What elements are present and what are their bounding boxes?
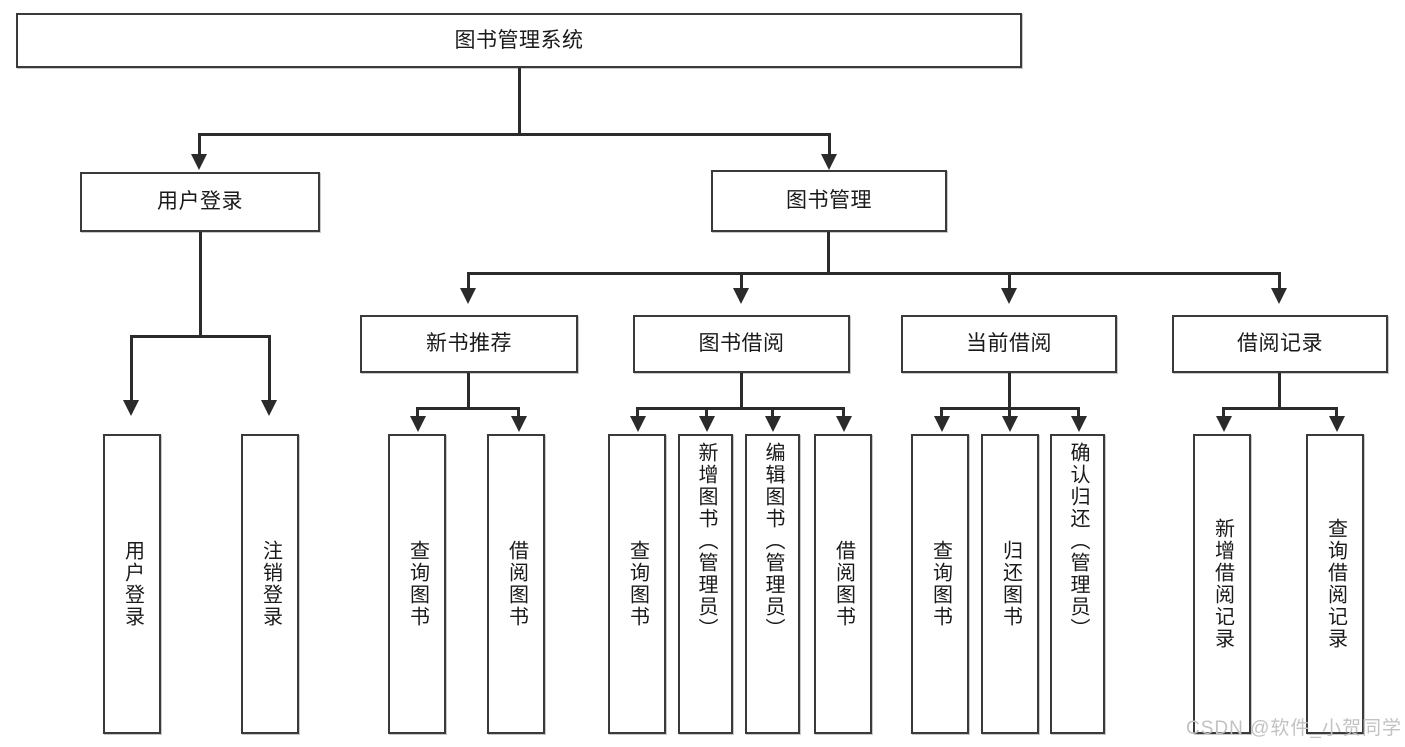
edge-user-login-stem: [199, 232, 202, 335]
edge-user-login-to-leaf-1: [130, 335, 133, 403]
node-label: 查询借阅记录: [1324, 518, 1347, 650]
node-book-management[interactable]: 图书管理: [711, 170, 947, 232]
edge-book-mgmt-to-l3-1: [467, 272, 470, 290]
node-label: 新增借阅记录: [1211, 518, 1234, 650]
leaf-book-borrow-edit-book[interactable]: 编辑图书（管理员）: [745, 434, 800, 734]
leaf-new-book-query-book[interactable]: 查询图书: [388, 434, 446, 734]
node-label: 借阅记录: [1237, 332, 1323, 356]
edge-new-book-stem: [467, 373, 470, 407]
edge-root-to-book-mgmt: [828, 133, 831, 157]
leaf-borrow-record-query-record[interactable]: 查询借阅记录: [1306, 434, 1364, 734]
arrow-user-login-to-leaf-2: [261, 400, 277, 416]
edge-book-borrow-to-leaf-3: [771, 407, 774, 419]
leaf-current-borrow-query-book[interactable]: 查询图书: [911, 434, 969, 734]
node-label: 图书管理: [786, 189, 872, 213]
node-borrow-record[interactable]: 借阅记录: [1172, 315, 1388, 373]
edge-current-borrow-stem: [1008, 373, 1011, 407]
arrow-root-to-book-mgmt: [821, 154, 837, 170]
edge-root-to-user-login: [198, 133, 201, 157]
node-label: 借阅图书: [505, 540, 528, 628]
edge-new-book-bar: [416, 407, 520, 410]
edge-user-login-bar: [130, 335, 271, 338]
edge-current-borrow-to-leaf-2: [1008, 407, 1011, 419]
node-label: 图书借阅: [698, 332, 785, 356]
leaf-book-borrow-add-book[interactable]: 新增图书（管理员）: [678, 434, 733, 734]
node-book-borrow[interactable]: 图书借阅: [633, 315, 850, 373]
arrow-root-to-user-login: [191, 154, 207, 170]
edge-book-mgmt-to-l3-3: [1008, 272, 1011, 290]
leaf-user-login-login[interactable]: 用户登录: [103, 434, 161, 734]
node-label: 归还图书: [999, 540, 1022, 628]
edge-book-mgmt-bar: [467, 272, 1281, 275]
node-label: 图书管理系统: [454, 28, 584, 52]
edge-book-mgmt-to-l3-4: [1278, 272, 1281, 290]
edge-book-borrow-to-leaf-2: [705, 407, 708, 419]
edge-borrow-record-bar: [1222, 407, 1338, 410]
arrow-book-borrow-to-leaf-3: [765, 416, 781, 432]
arrow-book-borrow-to-leaf-2: [699, 416, 715, 432]
node-label: 用户登录: [121, 540, 144, 628]
arrow-book-borrow-to-leaf-1: [630, 416, 646, 432]
edge-root-bar: [198, 133, 831, 136]
node-current-borrow[interactable]: 当前借阅: [901, 315, 1117, 373]
leaf-user-login-logout[interactable]: 注销登录: [241, 434, 299, 734]
arrow-book-mgmt-to-l3-3: [1001, 288, 1017, 304]
leaf-book-borrow-borrow-book[interactable]: 借阅图书: [814, 434, 872, 734]
edge-borrow-record-to-leaf-2: [1335, 407, 1338, 419]
node-label: 借阅图书: [832, 540, 855, 628]
arrow-borrow-record-to-leaf-2: [1329, 416, 1345, 432]
arrow-book-mgmt-to-l3-2: [733, 288, 749, 304]
arrow-user-login-to-leaf-1: [123, 400, 139, 416]
edge-root-stem: [518, 68, 521, 133]
edge-book-borrow-bar: [636, 407, 845, 410]
leaf-borrow-record-add-record[interactable]: 新增借阅记录: [1193, 434, 1251, 734]
arrow-book-mgmt-to-l3-4: [1271, 288, 1287, 304]
arrow-current-borrow-to-leaf-2: [1002, 416, 1018, 432]
edge-new-book-to-leaf-2: [517, 407, 520, 419]
arrow-new-book-to-leaf-2: [511, 416, 527, 432]
leaf-current-borrow-confirm-return[interactable]: 确认归还（管理员）: [1050, 434, 1105, 734]
leaf-new-book-borrow-book[interactable]: 借阅图书: [487, 434, 545, 734]
node-label: 确认归还（管理员）: [1067, 442, 1089, 640]
arrow-book-mgmt-to-l3-1: [460, 288, 476, 304]
edge-current-borrow-to-leaf-3: [1077, 407, 1080, 419]
arrow-current-borrow-to-leaf-3: [1071, 416, 1087, 432]
edge-book-borrow-stem: [740, 373, 743, 407]
node-label: 用户登录: [157, 190, 243, 214]
leaf-book-borrow-query-book[interactable]: 查询图书: [608, 434, 666, 734]
arrow-borrow-record-to-leaf-1: [1216, 416, 1232, 432]
arrow-current-borrow-to-leaf-1: [934, 416, 950, 432]
node-label: 新书推荐: [426, 332, 512, 356]
node-label: 查询图书: [406, 540, 429, 628]
leaf-current-borrow-return-book[interactable]: 归还图书: [981, 434, 1039, 734]
edge-borrow-record-to-leaf-1: [1222, 407, 1225, 419]
node-label: 查询图书: [626, 540, 649, 628]
node-label: 新增图书（管理员）: [695, 442, 717, 640]
edge-book-borrow-to-leaf-1: [636, 407, 639, 419]
watermark-text: CSDN @软件_小贺同学: [1186, 718, 1402, 739]
edge-user-login-to-leaf-2: [268, 335, 271, 403]
edge-borrow-record-stem: [1278, 373, 1281, 407]
arrow-book-borrow-to-leaf-4: [836, 416, 852, 432]
node-new-book-recommend[interactable]: 新书推荐: [360, 315, 578, 373]
edge-new-book-to-leaf-1: [416, 407, 419, 419]
edge-book-borrow-to-leaf-4: [842, 407, 845, 419]
edge-book-mgmt-to-l3-2: [740, 272, 743, 290]
node-label: 查询图书: [929, 540, 952, 628]
edge-current-borrow-to-leaf-1: [940, 407, 943, 419]
node-user-login[interactable]: 用户登录: [80, 172, 320, 232]
node-label: 编辑图书（管理员）: [762, 442, 784, 640]
node-root-system[interactable]: 图书管理系统: [16, 13, 1022, 68]
arrow-new-book-to-leaf-1: [410, 416, 426, 432]
node-label: 当前借阅: [966, 332, 1052, 356]
edge-book-mgmt-stem: [827, 232, 830, 272]
node-label: 注销登录: [259, 540, 282, 628]
